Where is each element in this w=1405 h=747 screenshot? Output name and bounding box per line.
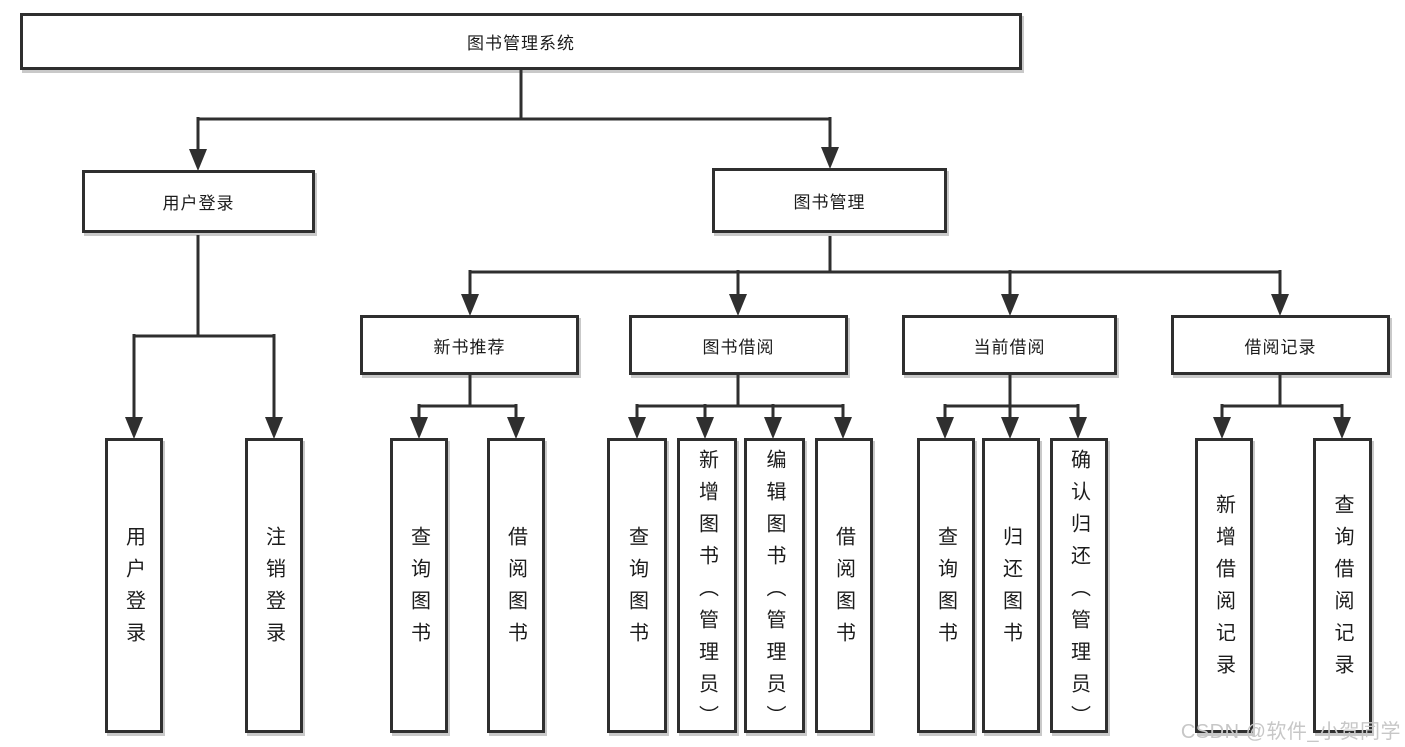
arrowhead <box>628 417 646 439</box>
connector-line <box>417 374 518 418</box>
leaf-confirm-return-admin: 确认归还（管理员） <box>1050 438 1108 737</box>
arrowhead <box>729 294 747 316</box>
watermark: CSDN @软件_小贺同学 <box>1180 721 1401 743</box>
node-user-login-branch: 用户登录 <box>82 170 315 233</box>
connector-line <box>132 235 276 418</box>
arrowhead <box>410 417 428 439</box>
arrowhead <box>1271 294 1289 316</box>
node-book-management-branch: 图书管理 <box>712 168 947 233</box>
connector-current-to-children <box>936 374 1087 439</box>
arrowhead <box>507 417 525 439</box>
leaf-query-books-current: 查询图书 <box>917 438 975 733</box>
arrowhead <box>834 417 852 439</box>
arrowhead <box>696 417 714 439</box>
leaf-add-borrow-record: 新增借阅记录 <box>1195 438 1253 733</box>
connector-root-to-branches <box>189 69 839 171</box>
arrowhead <box>265 417 283 439</box>
connector-records-to-children <box>1213 374 1351 439</box>
node-root: 图书管理系统 <box>20 13 1022 70</box>
connector-line <box>468 236 1282 295</box>
arrowhead <box>1069 417 1087 439</box>
connector-line <box>196 69 832 151</box>
node-borrow-records: 借阅记录 <box>1171 315 1390 375</box>
node-current-borrow: 当前借阅 <box>902 315 1117 375</box>
arrowhead <box>1001 294 1019 316</box>
arrowhead <box>764 417 782 439</box>
leaf-borrow-books: 借阅图书 <box>815 438 873 733</box>
connector-line <box>943 374 1080 418</box>
arrowhead <box>821 147 839 169</box>
arrowhead <box>1213 417 1231 439</box>
leaf-edit-book-admin: 编辑图书（管理员） <box>744 438 805 737</box>
leaf-borrow-books-recommend: 借阅图书 <box>487 438 545 733</box>
connector-line <box>1220 374 1344 418</box>
arrowhead <box>189 149 207 171</box>
leaf-add-book-admin: 新增图书（管理员） <box>677 438 737 737</box>
node-new-book-recommend: 新书推荐 <box>360 315 579 375</box>
arrowhead <box>461 294 479 316</box>
arrowhead <box>125 417 143 439</box>
connector-user-login-to-children <box>125 235 283 439</box>
arrowhead <box>936 417 954 439</box>
node-book-borrow: 图书借阅 <box>629 315 848 375</box>
arrowhead <box>1333 417 1351 439</box>
connector-book-mgmt-to-sections <box>461 236 1289 316</box>
leaf-logout: 注销登录 <box>245 438 303 733</box>
connector-new-books-to-children <box>410 374 525 439</box>
connector-borrowing-to-children <box>628 374 852 439</box>
leaf-query-books-recommend: 查询图书 <box>390 438 448 733</box>
leaf-query-books-borrow: 查询图书 <box>607 438 667 733</box>
leaf-user-login: 用户登录 <box>105 438 163 733</box>
leaf-query-borrow-record: 查询借阅记录 <box>1313 438 1372 733</box>
connector-line <box>635 374 845 418</box>
arrowhead <box>1001 417 1019 439</box>
leaf-return-books: 归还图书 <box>982 438 1040 733</box>
